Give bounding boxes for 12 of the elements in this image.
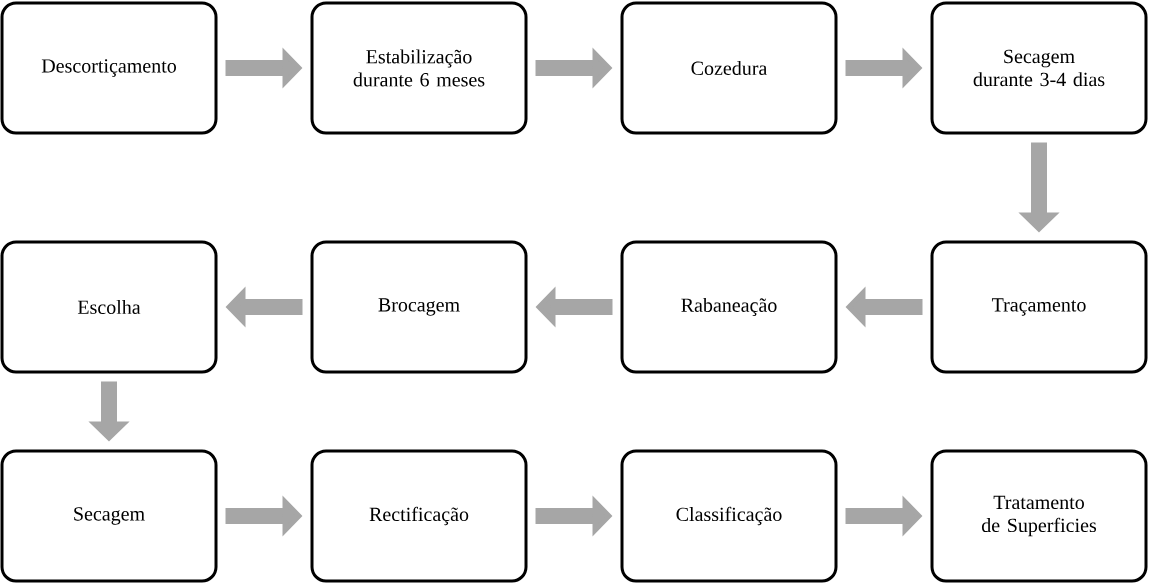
process-box: Tratamento de Superficies — [930, 449, 1148, 583]
process-box: Secagem durante 3-4 dias — [930, 1, 1148, 135]
process-box: Brocagem — [310, 240, 528, 374]
process-box: Rabaneação — [620, 240, 838, 374]
process-box: Estabilização durante 6 meses — [310, 1, 528, 135]
process-box: Descortiçamento — [0, 1, 218, 135]
process-box: Rectificação — [310, 449, 528, 583]
process-box: Traçamento — [930, 240, 1148, 374]
process-box: Classificação — [620, 449, 838, 583]
process-box: Cozedura — [620, 1, 838, 135]
process-box: Escolha — [0, 240, 218, 374]
process-box: Secagem — [0, 449, 218, 583]
